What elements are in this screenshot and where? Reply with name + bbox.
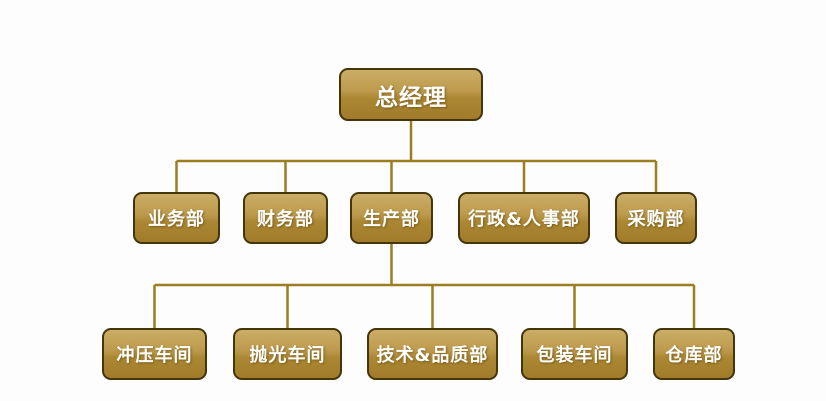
org-node-tech-quality-dept: 技术&品质部	[367, 328, 498, 380]
org-node-polishing-workshop: 抛光车间	[233, 328, 342, 380]
org-node-general-manager: 总经理	[339, 68, 483, 121]
org-node-business-dept: 业务部	[133, 192, 220, 244]
org-node-admin-hr-dept: 行政&人事部	[458, 192, 590, 244]
org-node-production-dept: 生产部	[350, 192, 433, 244]
org-node-stamping-workshop: 冲压车间	[102, 328, 207, 380]
org-node-finance-dept: 财务部	[243, 192, 328, 244]
org-node-packaging-workshop: 包装车间	[521, 328, 628, 380]
org-node-purchasing-dept: 采购部	[615, 192, 697, 244]
org-node-warehouse-dept: 仓库部	[653, 328, 735, 380]
